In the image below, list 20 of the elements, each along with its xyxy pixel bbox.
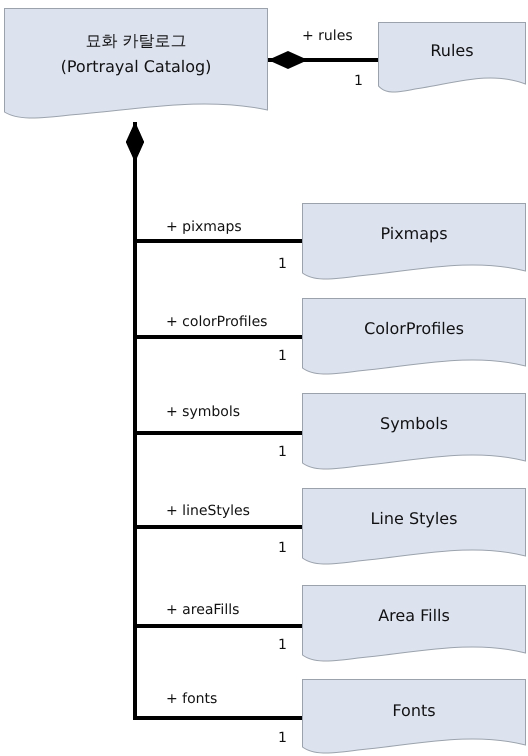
node-title: 묘화 카탈로그 (Portrayal Catalog) <box>60 30 212 78</box>
document-shape <box>302 585 526 663</box>
document-shape <box>302 488 526 566</box>
node-title: Line Styles <box>370 508 458 530</box>
document-shape <box>302 298 526 376</box>
edge-label: + lineStyles <box>164 502 252 520</box>
edge-label: + symbols <box>164 403 242 421</box>
node-title: Rules <box>429 40 475 62</box>
node-title: Pixmaps <box>379 223 449 245</box>
document-shape <box>378 22 526 94</box>
node-title: Symbols <box>379 413 449 435</box>
node-title: Fonts <box>391 700 437 722</box>
document-shape <box>4 8 268 120</box>
document-shape <box>302 393 526 471</box>
node-title: Area Fills <box>377 605 451 627</box>
composition-line <box>268 51 378 69</box>
document-shape <box>302 203 526 281</box>
edge-label: + pixmaps <box>164 218 244 236</box>
document-shape <box>302 679 526 755</box>
node-title: ColorProfiles <box>363 318 465 340</box>
